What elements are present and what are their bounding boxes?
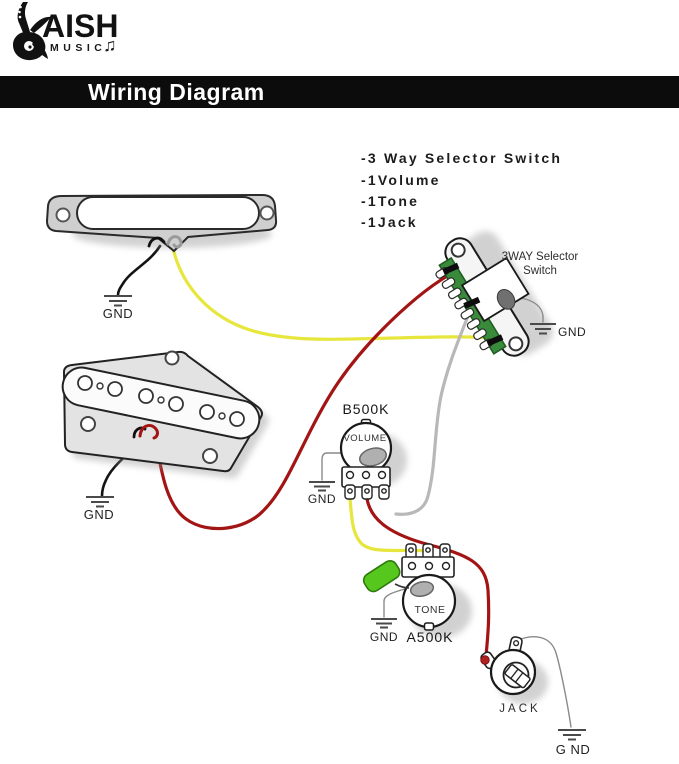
switch-solder-lug — [486, 334, 504, 347]
volume-to-jack-wire — [365, 497, 491, 659]
neck-ground-wire — [116, 244, 162, 297]
mounting-hole — [80, 416, 96, 432]
gnd-label: GND — [84, 507, 114, 522]
switch-screw-hole — [450, 242, 466, 258]
guitar-icon — [13, 2, 51, 61]
ground-symbol-tone: GND — [370, 618, 398, 644]
ground-symbol-bridge: GND — [84, 496, 114, 522]
jack-ground-wire — [515, 636, 572, 728]
ground-symbol-switch: GND — [530, 323, 586, 339]
volume-label: VOLUME — [343, 433, 386, 444]
brand-subtitle: MUSIC. — [50, 42, 114, 54]
parts-list-item: -1Tone — [361, 193, 419, 209]
mounting-hole — [259, 205, 275, 221]
mounting-hole — [202, 448, 218, 464]
volume-to-tone-wire — [348, 497, 428, 553]
music-notes-icon: ♫ — [103, 35, 117, 55]
ground-symbol-jack: G ND — [556, 729, 591, 757]
solder-joint — [480, 655, 490, 665]
jack-contact — [504, 664, 531, 689]
pot-lugs — [344, 470, 390, 500]
gnd-label: GND — [308, 492, 336, 506]
pot-shaft — [359, 447, 387, 467]
switch-lever-slot — [496, 288, 516, 310]
output-jack: JACK G ND — [480, 636, 591, 757]
ground-symbol-neck: GND — [103, 295, 133, 321]
wire-curl — [166, 235, 183, 249]
volume-pot: B500K VOLUME GND — [308, 401, 407, 506]
parts-list: -3 Way Selector Switch -1Volume -1Tone -… — [361, 150, 562, 230]
ground-symbol-volume: GND — [308, 481, 336, 506]
jack-label: JACK — [499, 703, 540, 715]
bridge-pickup-hot-wire — [153, 269, 458, 531]
wire-curl — [147, 236, 166, 248]
volume-ground-wire — [321, 452, 342, 481]
page-title: Wiring Diagram — [88, 79, 265, 105]
gnd-label: GND — [103, 306, 133, 321]
wire-curl — [138, 424, 159, 440]
switch-label-line2: Switch — [523, 265, 557, 277]
pot-lug-holes — [407, 561, 451, 571]
neck-pickup-cover — [76, 196, 260, 230]
gnd-label: G ND — [556, 742, 591, 757]
capacitor-body — [362, 559, 401, 593]
tone-label: TONE — [415, 604, 446, 616]
switch-screw-hole — [508, 336, 524, 352]
pole-pieces — [77, 375, 245, 427]
tone-capacitor — [362, 559, 410, 593]
parts-list-item: -1Jack — [361, 214, 418, 230]
mounting-hole — [55, 207, 71, 223]
switch-solder-lug — [463, 296, 481, 309]
brand-logo: AISH MUSIC. ♫ — [6, 2, 226, 68]
selector-switch: 3WAY Selector Switch GND — [435, 231, 586, 357]
gnd-label: GND — [370, 630, 398, 644]
switch-label-line1: 3WAY Selector — [502, 251, 579, 263]
tone-value-label: A500K — [406, 629, 453, 645]
parts-list-item: -3 Way Selector Switch — [361, 150, 562, 166]
title-bar: Wiring Diagram — [0, 76, 679, 108]
neck-pickup: GND — [45, 193, 278, 321]
bridge-pickup: GND — [61, 350, 269, 522]
tone-pot: TONE A500K GND — [362, 543, 472, 645]
mounting-hole — [164, 350, 180, 366]
gnd-label: GND — [558, 325, 586, 339]
pot-notch — [423, 622, 435, 631]
brand-name: AISH — [42, 8, 119, 44]
volume-value-label: B500K — [342, 401, 389, 417]
pot-lugs — [405, 543, 451, 560]
capacitor-lead — [394, 583, 410, 589]
neck-pickup-hot-wire — [171, 246, 495, 341]
pot-shaft — [409, 580, 435, 598]
parts-list-item: -1Volume — [361, 172, 441, 188]
switch-to-volume-wire — [394, 301, 475, 516]
tone-ground-wire — [383, 588, 406, 618]
switch-solder-lug — [442, 262, 460, 275]
